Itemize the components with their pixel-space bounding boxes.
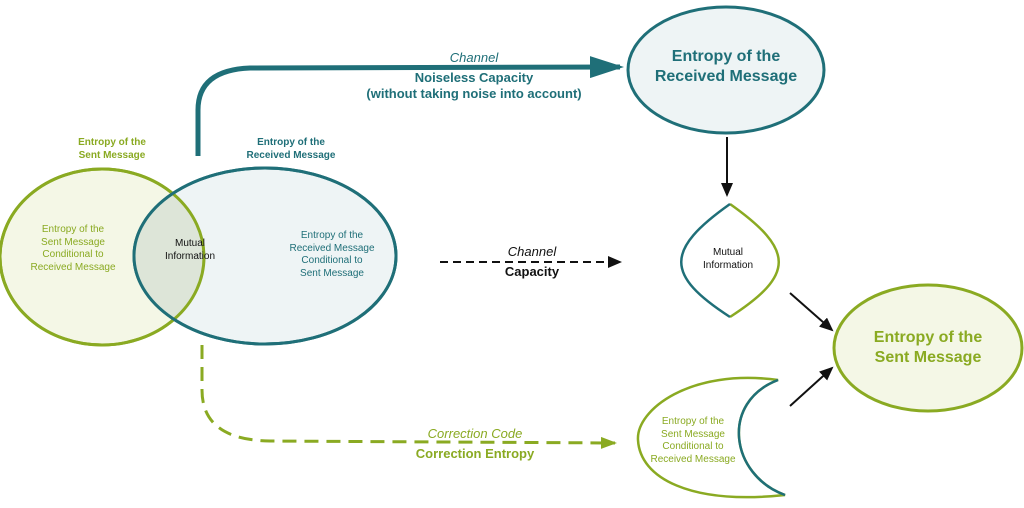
- sent-message-node: [832, 283, 1024, 413]
- correction-arrow-italic-label: Correction Code: [427, 426, 523, 441]
- received-node-label: Entropy of the Received Message: [654, 48, 798, 85]
- mutual-to-sent-arrow: [789, 292, 834, 332]
- capacity-arrow-bold-label: Capacity: [504, 264, 560, 279]
- venn-right-region-label: Entropy of the Received Message Conditio…: [289, 230, 375, 279]
- conditional-to-sent-arrow: [789, 366, 834, 407]
- noiseless-arrow-italic-label: Channel: [449, 50, 499, 65]
- venn-sent-title: Entropy of the Sent Message: [78, 137, 146, 161]
- noiseless-capacity-arrow: [195, 56, 624, 156]
- received-message-node: [626, 5, 826, 135]
- conditional-crescent-inner: [737, 378, 786, 497]
- mutual-lens-left: [680, 202, 731, 319]
- sent-node-label: Entropy of the Sent Message: [873, 329, 983, 366]
- mutual-lens-right: [729, 202, 780, 319]
- mutual-node-label: Mutual Information: [702, 247, 754, 271]
- conditional-node-label: Entropy of the Sent Message Conditional …: [650, 416, 736, 465]
- venn-received-title: Entropy of the Received Message: [246, 137, 336, 161]
- venn-left-region-label: Entropy of the Sent Message Conditional …: [30, 224, 116, 273]
- venn-mutual-label: Mutual Information: [164, 238, 216, 262]
- correction-entropy-arrow: [200, 345, 617, 449]
- capacity-arrow-italic-label: Channel: [507, 244, 557, 259]
- venn-sent-outline: [0, 167, 206, 347]
- correction-arrow-bold-label: Correction Entropy: [415, 446, 535, 461]
- venn-received-outline: [132, 166, 398, 346]
- noiseless-arrow-bold-label: Noiseless Capacity (without taking noise…: [366, 70, 582, 102]
